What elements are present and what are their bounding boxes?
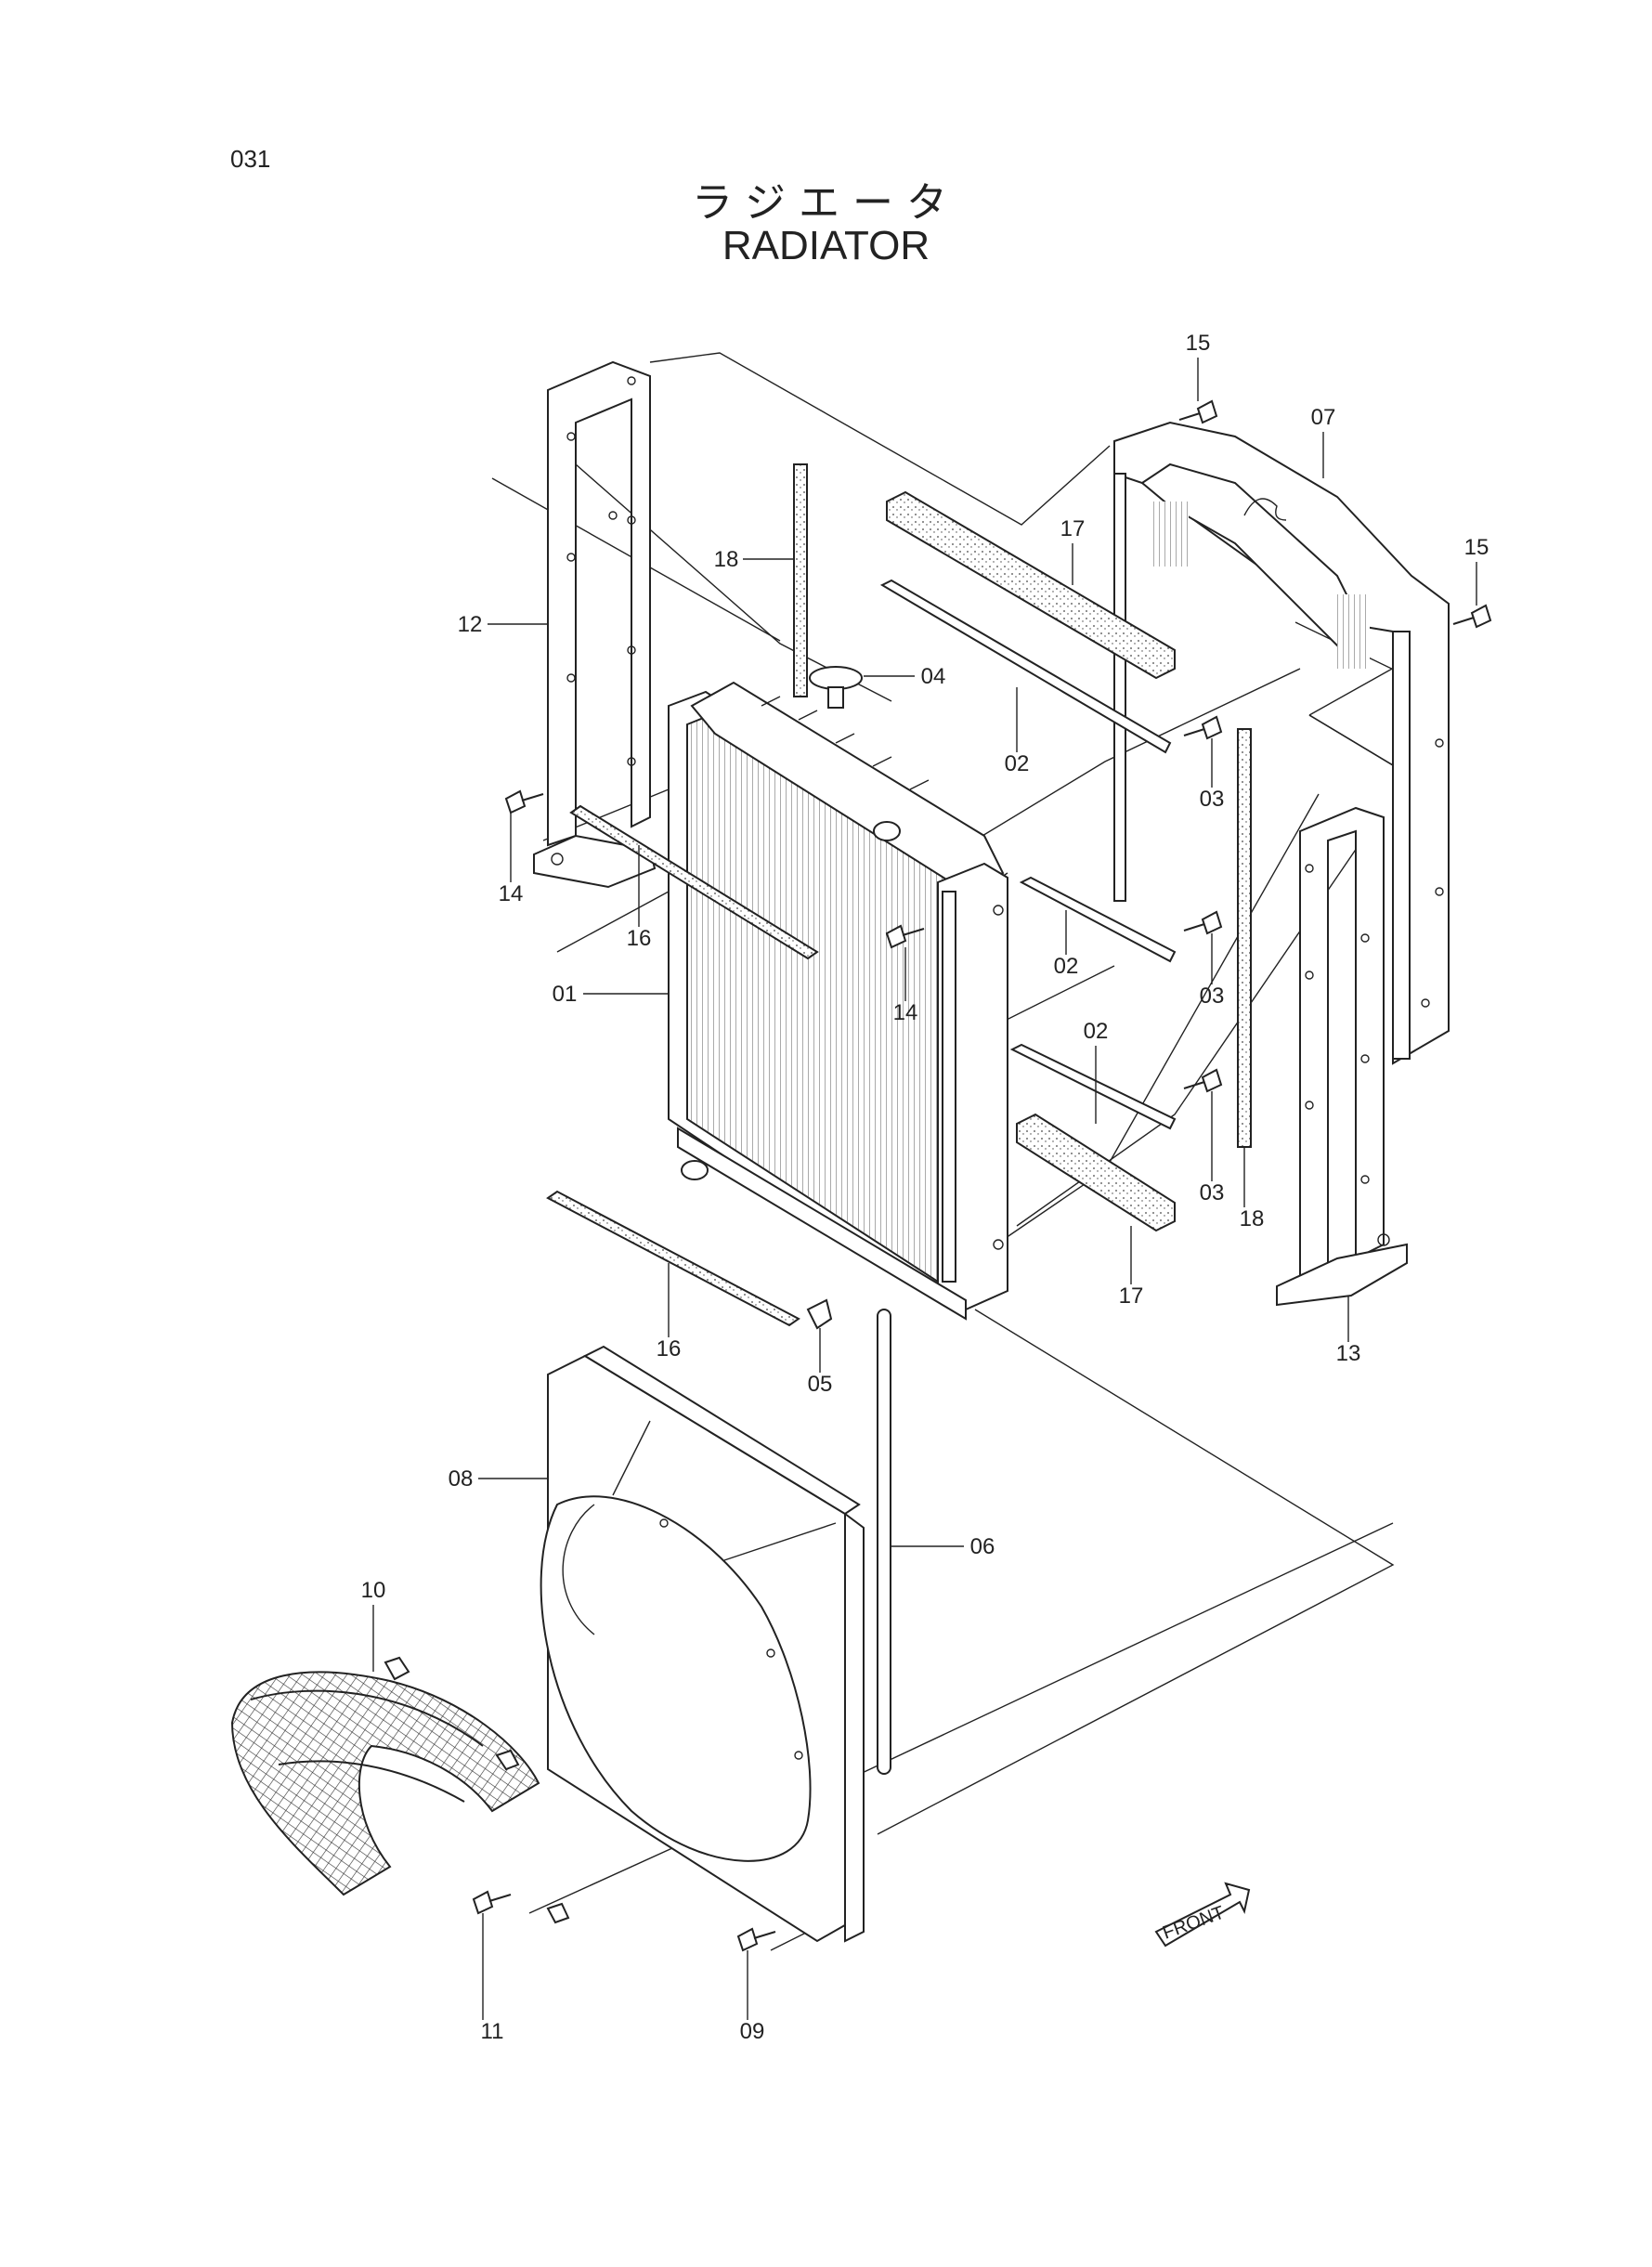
seal-strip-horizontal-upper <box>569 804 819 960</box>
callout-16-top: 16 <box>627 845 652 951</box>
bolt-03-upper <box>1183 715 1223 740</box>
callout-label: 14 <box>499 881 524 906</box>
foam-seal-strip-upper <box>886 490 1176 680</box>
callout-label: 08 <box>449 1466 474 1492</box>
callout-12: 12 <box>458 612 548 637</box>
callout-label: 12 <box>458 612 483 637</box>
support-stays <box>879 579 1177 1130</box>
bolt-15-right <box>1452 604 1492 629</box>
callout-04: 04 <box>864 664 945 689</box>
callout-02-middle: 02 <box>1054 910 1079 979</box>
callout-14-left: 14 <box>499 813 524 906</box>
fan-shroud <box>540 1345 865 1943</box>
callout-05: 05 <box>808 1328 833 1397</box>
callout-label: 02 <box>1084 1019 1109 1044</box>
callout-label: 02 <box>1054 954 1079 979</box>
callout-label: 14 <box>893 1000 918 1025</box>
callout-11: 11 <box>481 1913 504 2044</box>
foam-seal-strip-lower <box>1016 1113 1176 1232</box>
callout-09: 09 <box>740 1950 765 2044</box>
radiator-core <box>668 681 1008 1321</box>
callout-10: 10 <box>361 1578 386 1672</box>
part-callouts: 15 07 15 18 17 12 04 02 03 14 16 01 02 0… <box>361 331 1489 2044</box>
callout-label: 15 <box>1464 535 1489 560</box>
callout-label: 16 <box>657 1336 682 1362</box>
callout-16-bottom: 16 <box>657 1263 682 1362</box>
callout-01: 01 <box>553 982 669 1007</box>
callout-label: 11 <box>481 2019 504 2044</box>
callout-label: 06 <box>970 1534 995 1559</box>
callout-label: 03 <box>1200 984 1225 1009</box>
callout-03-lower: 03 <box>1200 1091 1225 1205</box>
seal-strip-horizontal-lower <box>546 1190 800 1327</box>
callout-03-middle: 03 <box>1200 933 1225 1009</box>
callout-label: 15 <box>1186 331 1211 356</box>
left-mounting-bracket <box>533 360 657 889</box>
bolt-03-middle <box>1183 910 1223 935</box>
callout-label: 18 <box>714 547 739 572</box>
callout-label: 05 <box>808 1372 833 1397</box>
bolt-09 <box>736 1927 776 1952</box>
radiator-cap <box>809 666 863 709</box>
callout-07: 07 <box>1311 405 1336 478</box>
callout-label: 01 <box>553 982 578 1007</box>
rear-radiator-shroud <box>1113 421 1450 1065</box>
bolt-14-center <box>885 924 925 949</box>
callout-02-lower: 02 <box>1084 1019 1109 1124</box>
callout-18-bottom: 18 <box>1240 1147 1265 1231</box>
callout-08: 08 <box>449 1466 548 1492</box>
callout-13: 13 <box>1336 1296 1361 1366</box>
callout-03-top: 03 <box>1200 738 1225 812</box>
page-number: 031 <box>230 145 271 173</box>
bolt-03-lower <box>1183 1068 1223 1093</box>
callout-label: 03 <box>1200 1180 1225 1205</box>
bolt-14-left <box>504 789 544 814</box>
drain-hose <box>877 1309 891 1775</box>
fan-guard <box>230 1656 570 1924</box>
front-marker-label: FRONT <box>1160 1902 1227 1943</box>
callout-17-top: 17 <box>1060 516 1086 585</box>
seal-strip-vertical-left <box>793 463 808 697</box>
callout-label: 18 <box>1240 1206 1265 1231</box>
bolts <box>472 399 1492 1952</box>
callout-02-top: 02 <box>1005 687 1030 776</box>
callout-label: 04 <box>921 664 946 689</box>
callout-label: 16 <box>627 926 652 951</box>
callout-18-top: 18 <box>714 547 794 572</box>
callout-label: 10 <box>361 1578 386 1603</box>
seal-strip-vertical-right <box>1237 728 1252 1148</box>
callout-label: 02 <box>1005 751 1030 776</box>
title-japanese: ラジエータ <box>691 179 961 227</box>
front-direction-marker: FRONT <box>1154 1882 1251 1948</box>
drain-cock <box>806 1298 833 1330</box>
callout-15-top: 15 <box>1186 331 1211 401</box>
bolt-15-top <box>1178 399 1218 424</box>
callout-label: 03 <box>1200 787 1225 812</box>
right-mounting-bracket <box>1276 806 1408 1307</box>
callout-06: 06 <box>891 1534 995 1559</box>
bolt-11 <box>472 1890 512 1915</box>
callout-17-bottom: 17 <box>1119 1226 1144 1309</box>
callout-label: 13 <box>1336 1341 1361 1366</box>
callout-label: 17 <box>1060 516 1086 541</box>
callout-label: 17 <box>1119 1283 1144 1309</box>
callout-label: 07 <box>1311 405 1336 430</box>
callout-15-right: 15 <box>1464 535 1489 606</box>
title-english: RADIATOR <box>722 223 930 268</box>
callout-label: 09 <box>740 2019 765 2044</box>
callout-14-center: 14 <box>893 947 918 1025</box>
